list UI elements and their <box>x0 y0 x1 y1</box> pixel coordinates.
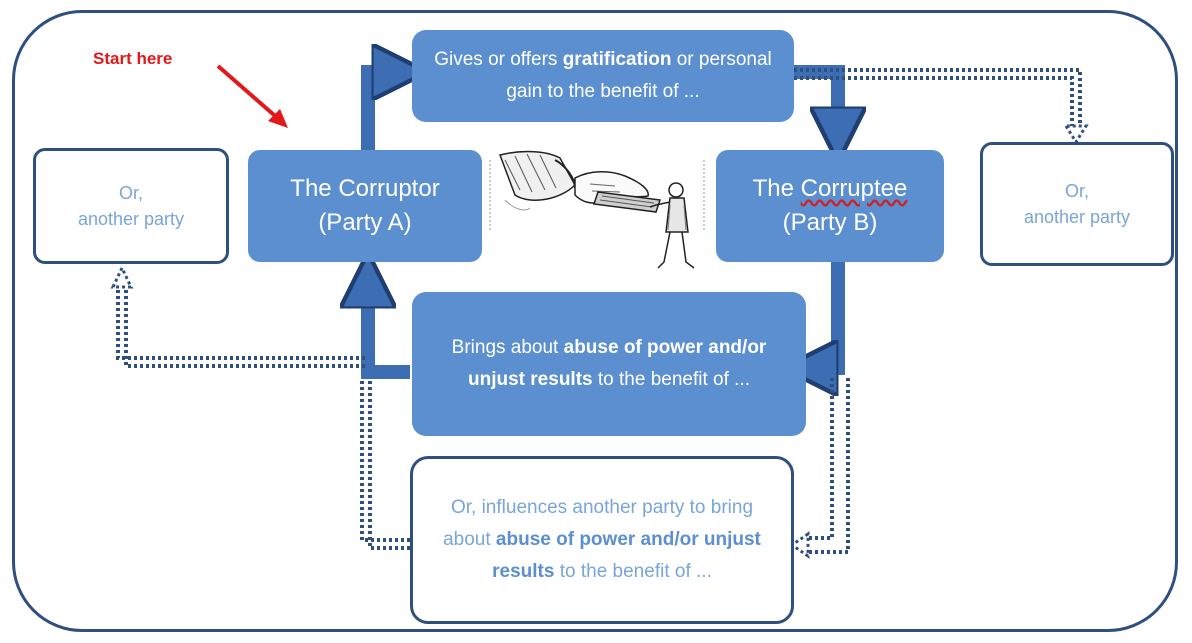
corruptor-title: The Corruptor <box>290 175 440 202</box>
brings-text: Brings about abuse of power and/or unjus… <box>451 337 767 390</box>
dotted-influence-to-a <box>360 380 410 542</box>
right-other-party: another party <box>1023 207 1131 227</box>
corruptee-title: The Corruptee <box>752 175 908 202</box>
small-man <box>649 182 695 269</box>
corruptee-party: (Party B) <box>782 209 878 236</box>
start-arrow <box>216 64 284 124</box>
arrow-b-to-brings <box>805 262 845 368</box>
brings-box: Brings about abuse of power and/or unjus… <box>412 292 806 436</box>
right-other-or: Or, <box>1064 181 1089 201</box>
left-other-party-box: Or, another party <box>33 148 229 264</box>
left-other-party: another party <box>77 209 185 229</box>
influences-box: Or, influences another party to bring ab… <box>410 456 794 624</box>
start-label: Start here <box>93 49 173 68</box>
corruptor-box: The Corruptor (Party A) <box>248 150 482 262</box>
right-other-party-box: Or, another party <box>980 142 1174 266</box>
dotted-brings-to-other <box>116 285 365 360</box>
influences-text: Or, influences another party to bring ab… <box>443 497 761 582</box>
hand-offering-money <box>499 150 661 213</box>
corruptor-party: (Party A) <box>318 209 412 236</box>
dotted-gives-to-other <box>794 68 1082 128</box>
shadow-lines <box>489 160 705 232</box>
left-other-or: Or, <box>118 183 143 203</box>
diagram-frame <box>12 10 1178 632</box>
arrow-brings-to-a <box>368 275 410 379</box>
gives-box: Gives or offers gratification or persona… <box>412 30 794 122</box>
gives-text: Gives or offers gratification or persona… <box>434 49 772 102</box>
arrow-a-to-gives <box>361 72 405 152</box>
corruptee-box: The Corruptee (Party B) <box>716 150 944 262</box>
